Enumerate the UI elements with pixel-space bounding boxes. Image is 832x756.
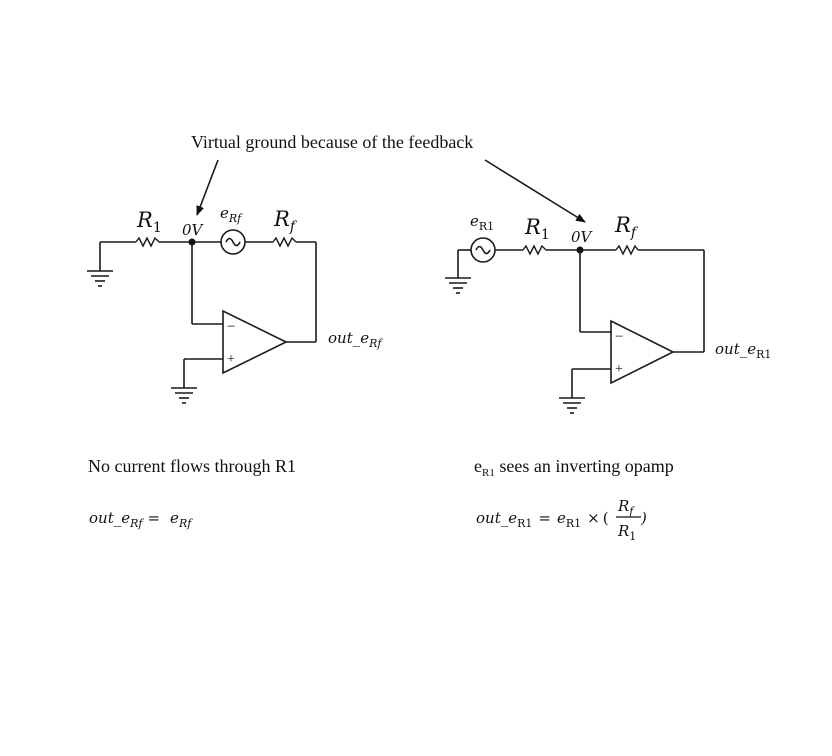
- noninverting-input-sign: +: [227, 352, 235, 367]
- annotation-text: Virtual ground because of the feedback: [191, 132, 473, 152]
- inverting-input-sign: −: [227, 319, 235, 335]
- left-caption: No current flows through R1: [88, 456, 296, 476]
- left-equation: out_eRf=eRf: [89, 509, 193, 530]
- output-label: out_eRf: [328, 329, 383, 350]
- ground-symbol: [87, 242, 113, 287]
- opamp-triangle: [222, 309, 288, 375]
- right-circuit: − + eR1 R1 0V Rf out_eR1: [445, 212, 771, 414]
- right-equation: out_eR1=eR1×( Rf R1 ): [476, 497, 647, 543]
- virtual-ground-label: 0V: [182, 221, 205, 239]
- source-label: eR1: [470, 212, 494, 233]
- inverting-input-sign: −: [615, 329, 623, 345]
- r1-resistor: [135, 236, 160, 248]
- virtual-ground-label: 0V: [571, 228, 594, 246]
- ac-source: [470, 237, 496, 263]
- right-caption: eR1 sees an inverting opamp: [474, 456, 674, 479]
- ground-symbol: [559, 397, 585, 414]
- right-equation-lhs: out_eR1=eR1×(: [476, 509, 609, 530]
- rf-label: Rf: [273, 207, 298, 235]
- opamp-triangle: [610, 319, 675, 385]
- rf-resistor: [272, 236, 297, 248]
- ground-symbol: [171, 387, 197, 404]
- fraction-numerator: Rf: [617, 497, 635, 518]
- r1-resistor: [522, 244, 547, 256]
- right-paren: ): [640, 509, 647, 527]
- output-label: out_eR1: [715, 340, 771, 361]
- source-label: eRf: [220, 204, 243, 225]
- fraction-denominator: R1: [617, 522, 636, 543]
- rf-resistor: [615, 244, 639, 256]
- left-circuit: − + R1 0V eRf Rf out_eRf: [87, 204, 383, 404]
- ground-symbol: [445, 250, 471, 294]
- annotation-arrow-right: [484, 159, 586, 223]
- r1-label: R1: [524, 215, 550, 243]
- r1-label: R1: [136, 208, 162, 236]
- ac-source: [220, 229, 246, 255]
- noninverting-input-sign: +: [615, 362, 623, 377]
- rf-label: Rf: [614, 213, 639, 241]
- annotation-arrow-left: [196, 159, 219, 216]
